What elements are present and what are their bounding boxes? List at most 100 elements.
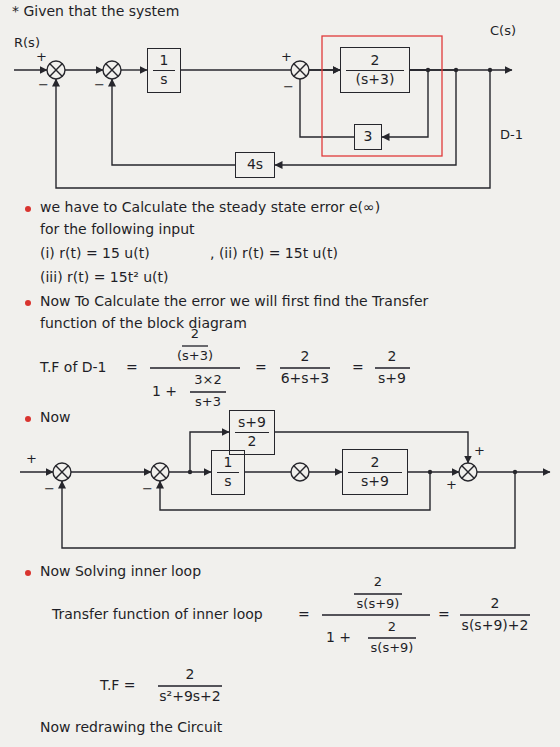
summing-junction bbox=[50, 64, 63, 77]
sign-symbol: + bbox=[281, 50, 292, 64]
handwritten-text: (iii) r(t) = 15t² u(t) bbox=[40, 270, 169, 285]
transfer-block: 2(s+3) bbox=[340, 47, 410, 93]
signal-wire bbox=[121, 69, 147, 70]
sign-symbol: 2 bbox=[388, 349, 397, 364]
sign-symbol: 2 bbox=[374, 575, 382, 589]
fraction-bar bbox=[368, 637, 416, 638]
sign-symbol: = bbox=[298, 607, 310, 622]
fraction-bar bbox=[158, 685, 222, 686]
signal-wire bbox=[20, 471, 53, 472]
take-off-dot bbox=[188, 68, 517, 474]
handwritten-text: 1 + bbox=[152, 384, 177, 399]
fraction-bar bbox=[235, 432, 269, 433]
transfer-block: 1s bbox=[147, 48, 181, 93]
signal-wire bbox=[71, 471, 151, 472]
sign-symbol: 2 bbox=[491, 596, 500, 611]
signal-connector bbox=[300, 70, 354, 137]
block-text: s+9 bbox=[361, 474, 389, 489]
signal-wire bbox=[62, 472, 515, 548]
handwritten-text: C(s) bbox=[490, 24, 516, 38]
sign-symbol: + bbox=[474, 444, 485, 458]
summing-junction bbox=[154, 466, 167, 479]
handwritten-text: Now bbox=[40, 410, 71, 425]
block-text: 2 bbox=[371, 455, 380, 470]
summing-junction bbox=[291, 61, 309, 79]
handwritten-text: , (ii) r(t) = 15t u(t) bbox=[210, 246, 338, 261]
sign-symbol: = bbox=[126, 360, 138, 375]
fraction-bar bbox=[460, 614, 530, 615]
summing-junction bbox=[294, 64, 307, 77]
summing-junction bbox=[459, 463, 477, 481]
signal-wire bbox=[56, 70, 490, 188]
bullet-dot bbox=[25, 570, 31, 576]
block-text: s+9 bbox=[238, 415, 266, 430]
handwritten-text: Transfer function of inner loop bbox=[52, 607, 263, 622]
summing-junction bbox=[56, 466, 69, 479]
handwritten-text: * Given that the system bbox=[12, 4, 179, 19]
block-text: 1 bbox=[224, 455, 233, 470]
handwritten-text: for the following input bbox=[40, 222, 195, 237]
handwritten-text: s(s+9) bbox=[371, 641, 414, 655]
sign-symbol: + bbox=[26, 452, 37, 466]
handwritten-text: 1 + bbox=[326, 630, 351, 645]
sign-symbol: − bbox=[142, 482, 153, 496]
fraction-bar bbox=[375, 367, 410, 368]
take-off-dot bbox=[454, 68, 458, 72]
bullet-dot bbox=[25, 206, 31, 212]
sign-symbol: = bbox=[438, 607, 450, 622]
sign-symbol: 2 bbox=[186, 667, 195, 682]
fraction-bar bbox=[346, 70, 404, 71]
block-text: 2 bbox=[248, 434, 257, 449]
handwritten-text: 3×2 bbox=[194, 373, 221, 387]
summing-junction bbox=[151, 463, 169, 481]
sign-symbol: − bbox=[38, 78, 49, 92]
summing-junction bbox=[106, 64, 119, 77]
block-text: 1 bbox=[160, 53, 169, 68]
take-off-dot bbox=[513, 470, 517, 474]
handwritten-text: s(s+9)+2 bbox=[462, 618, 529, 633]
handwritten-text: s(s+9) bbox=[357, 597, 400, 611]
take-off-dot bbox=[428, 470, 432, 474]
fraction-bar bbox=[182, 345, 208, 346]
sign-symbol: 2 bbox=[301, 349, 310, 364]
sign-symbol: − bbox=[94, 78, 105, 92]
transfer-block: 2s+9 bbox=[342, 449, 408, 495]
handwritten-text: s²+9s+2 bbox=[159, 689, 220, 704]
fraction-bar bbox=[322, 614, 430, 615]
block-text: 4s bbox=[247, 157, 263, 172]
handwritten-text: T.F = bbox=[100, 678, 136, 693]
sign-symbol: + bbox=[36, 50, 47, 64]
fraction-bar bbox=[348, 472, 402, 473]
block-text: 3 bbox=[364, 129, 373, 144]
handwritten-text: R(s) bbox=[14, 36, 40, 50]
signal-wire bbox=[65, 69, 103, 70]
sign-symbol: = bbox=[352, 360, 364, 375]
summing-junction bbox=[294, 466, 307, 479]
sign-symbol: − bbox=[283, 80, 294, 94]
handwritten-text: D-1 bbox=[500, 128, 523, 142]
highlight-region bbox=[322, 36, 442, 156]
fraction-bar bbox=[150, 346, 530, 686]
summing-junction bbox=[47, 61, 65, 79]
sign-symbol: + bbox=[446, 478, 457, 492]
sign-symbol: 2 bbox=[388, 620, 396, 634]
handwritten-text: function of the block diagram bbox=[40, 316, 247, 331]
block-text: s bbox=[224, 474, 231, 489]
handwritten-text: Now Solving inner loop bbox=[40, 564, 201, 579]
bullet-dot bbox=[25, 416, 31, 422]
fraction-bar bbox=[280, 367, 330, 368]
transfer-block: 3 bbox=[354, 124, 382, 150]
summing-junction bbox=[103, 61, 121, 79]
fraction-bar bbox=[190, 391, 226, 392]
take-off-dot bbox=[426, 68, 430, 72]
handwritten-text: (s+3) bbox=[177, 349, 213, 363]
fraction-bar bbox=[150, 367, 240, 368]
signal-wire bbox=[408, 471, 459, 472]
block-text: (s+3) bbox=[356, 72, 395, 87]
signal-wire bbox=[14, 70, 550, 548]
handwritten-text: Now To Calculate the error we will first… bbox=[40, 294, 428, 309]
handwritten-text: Now redrawing the Circuit bbox=[40, 720, 222, 735]
handwritten-text: 6+s+3 bbox=[281, 371, 330, 386]
sign-symbol: = bbox=[255, 360, 267, 375]
